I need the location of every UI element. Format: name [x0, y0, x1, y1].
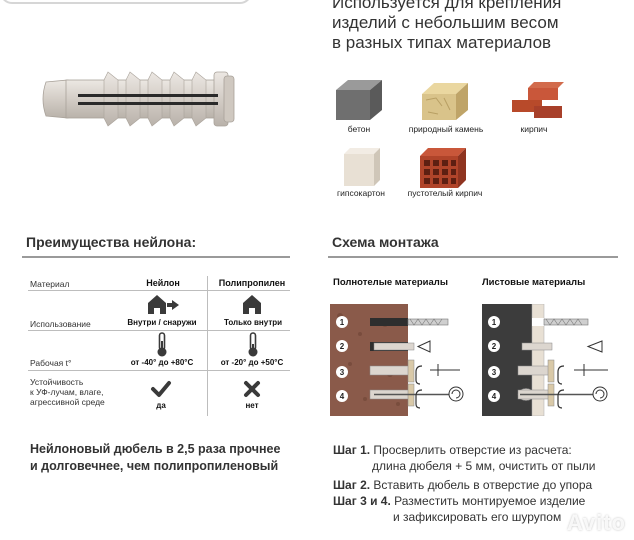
step-1-name: Шаг 1. [333, 443, 371, 457]
step-1-text: Просверлить отверстие из расчета: [373, 443, 572, 457]
material-label-drywall: гипсокартон [337, 188, 385, 198]
table-row-resistance-label: Устойчивость к УФ-лучам, влаге, агрессив… [30, 377, 105, 407]
table-divider [28, 330, 290, 331]
step-number-4: 4 [492, 392, 497, 401]
hollow-brick-image [420, 148, 466, 188]
nylon-summary: Нейлоновый дюбель в 2,5 раза прочнее и д… [30, 441, 280, 475]
sheet-materials-diagram: 1 2 3 4 [482, 304, 608, 416]
material-label-natural-stone: природный камень [408, 124, 484, 134]
headline-line-2: изделий с небольшим весом [332, 13, 559, 32]
step-3-4-text: Разместить монтируемое изделие [394, 494, 586, 508]
advantages-title: Преимущества нейлона: [26, 234, 197, 250]
step-3-4-text-continued: и зафиксировать его шурупом [393, 510, 562, 524]
step-number-1: 1 [340, 318, 345, 327]
table-header-nylon: Нейлон [146, 278, 180, 288]
thermometer-icon [248, 332, 258, 357]
table-header-material: Материал [30, 279, 70, 289]
advantages-rule [22, 256, 290, 258]
table-header-polypropylene: Полипропилен [218, 278, 286, 288]
dowel-image [42, 71, 235, 127]
house-indoor-icon [243, 295, 261, 314]
concrete-image [336, 80, 382, 120]
step-1-text-continued: длина дюбеля + 5 мм, очистить от пыли [372, 459, 596, 473]
step-1-continued: длина дюбеля + 5 мм, очистить от пыли [372, 458, 595, 474]
natural-stone-image [422, 83, 468, 120]
brick-image [512, 82, 564, 118]
step-number-4: 4 [340, 392, 345, 401]
table-row-resistance-polypropylene: нет [245, 401, 259, 410]
table-row-usage-label: Использование [30, 319, 91, 329]
sheet-materials-title: Листовые материалы [482, 277, 586, 288]
step-number-2: 2 [492, 342, 497, 351]
table-divider [28, 290, 290, 291]
solid-materials-title: Полнотелые материалы [333, 277, 448, 288]
headline-line-3: в разных типах материалов [332, 33, 552, 52]
step-number-1: 1 [492, 318, 497, 327]
avito-watermark: Avito [566, 510, 626, 535]
step-number-2: 2 [340, 342, 345, 351]
table-row-usage-polypropylene: Только внутри [223, 318, 283, 327]
step-3-4-continued: и зафиксировать его шурупом [393, 509, 561, 525]
material-label-concrete: бетон [347, 124, 371, 134]
table-row-resistance-nylon: да [156, 401, 166, 410]
table-divider [28, 370, 290, 371]
table-row-temperature-nylon: от -40° до +80°C [130, 358, 194, 367]
material-label-brick: кирпич [520, 124, 548, 134]
cross-icon [244, 381, 260, 397]
step-3-4-name: Шаг 3 и 4. [333, 494, 391, 508]
headline: Используется для крепления изделий с неб… [332, 0, 632, 53]
material-label-hollow-brick: пустотелый кирпич [407, 188, 483, 198]
step-number-3: 3 [340, 368, 345, 377]
step-2: Шаг 2. Вставить дюбель в отверстие до уп… [333, 477, 592, 493]
table-row-usage-nylon: Внутри / снаружи [127, 318, 197, 327]
solid-materials-diagram: 1 2 3 4 [330, 304, 464, 416]
checkmark-icon [151, 381, 171, 397]
headline-line-1: Используется для крепления [332, 0, 562, 12]
table-row-temperature-polypropylene: от -20° до +50°C [220, 358, 284, 367]
step-2-name: Шаг 2. [333, 478, 371, 492]
step-1: Шаг 1. Просверлить отверстие из расчета: [333, 442, 572, 458]
drywall-image [344, 148, 380, 186]
house-outdoor-icon [148, 295, 179, 314]
thermometer-icon [157, 332, 167, 357]
step-number-3: 3 [492, 368, 497, 377]
scheme-title: Схема монтажа [332, 234, 439, 250]
table-row-temperature-label: Рабочая t° [30, 358, 72, 368]
top-frame [0, 0, 252, 4]
nylon-summary-line-1: Нейлоновый дюбель в 2,5 раза прочнее [30, 442, 281, 456]
step-3-4: Шаг 3 и 4. Разместить монтируемое издели… [333, 493, 585, 509]
nylon-summary-line-2: и долговечнее, чем полипропиленовый [30, 459, 279, 473]
step-2-text: Вставить дюбель в отверстие до упора [373, 478, 593, 492]
table-column-separator [207, 276, 208, 416]
scheme-rule [328, 256, 618, 258]
